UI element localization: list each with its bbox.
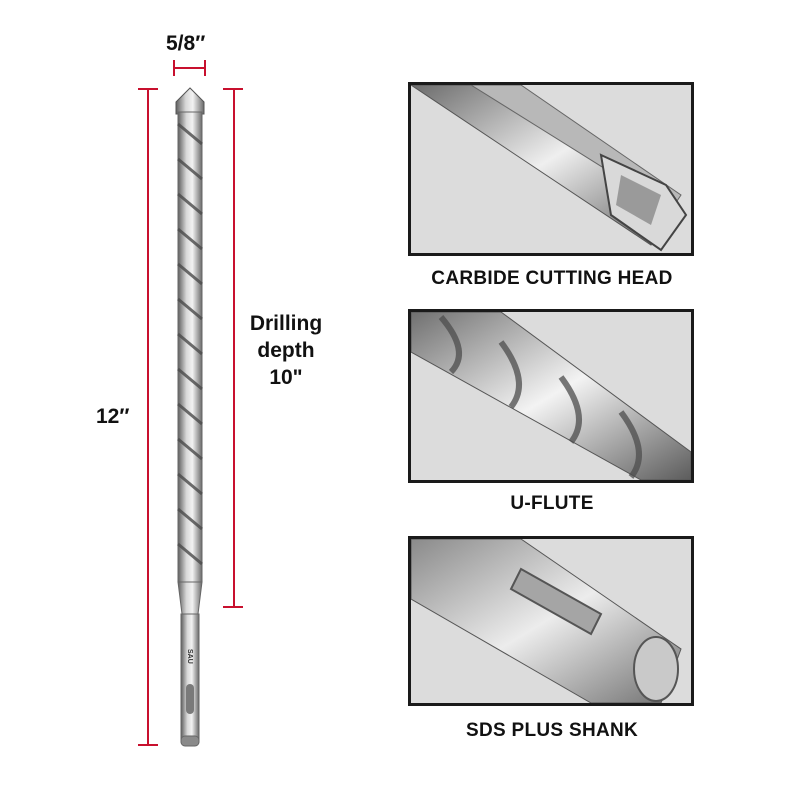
carbide-head-caption: CARBIDE CUTTING HEAD <box>431 268 673 289</box>
carbide-head-panel <box>408 82 694 256</box>
drilling-depth-line <box>233 88 235 608</box>
sds-shank-panel <box>408 536 694 706</box>
bit-carbide-tip <box>175 87 205 115</box>
bit-taper <box>177 581 203 615</box>
drilling-depth-line-1: Drilling <box>249 312 323 335</box>
bit-shank-slot <box>186 684 194 714</box>
drilling-depth-line-3: 10" <box>269 366 303 389</box>
drilling-depth-line-2: depth <box>257 339 315 362</box>
drilling-depth-top-tick <box>223 88 243 90</box>
bit-flute-spirals <box>177 122 203 566</box>
u-flute-panel <box>408 309 694 483</box>
u-flute-caption: U-FLUTE <box>510 493 594 514</box>
bit-shank <box>180 613 200 743</box>
overall-length-bottom-tick <box>138 744 158 746</box>
bit-fluted-body <box>177 111 203 583</box>
sds-shank-caption: SDS PLUS SHANK <box>465 720 639 741</box>
diameter-bracket-right <box>204 60 206 76</box>
diameter-label: 5/8″ <box>166 32 206 55</box>
diameter-bracket-line <box>174 67 205 69</box>
overall-length-label: 12″ <box>96 405 130 428</box>
diameter-bracket-left <box>173 60 175 76</box>
overall-length-top-tick <box>138 88 158 90</box>
bit-shank-marking: SAU <box>186 649 193 664</box>
overall-length-line <box>147 88 149 746</box>
bit-shank-end <box>180 735 200 747</box>
drill-bit-illustration: SAU <box>175 87 205 747</box>
drilling-depth-label: Drilling depth 10" <box>240 310 332 391</box>
drilling-depth-bottom-tick <box>223 606 243 608</box>
sds-plus-shank-closeup-icon <box>411 539 682 703</box>
carbide-head-closeup-icon <box>411 85 688 252</box>
u-flute-closeup-icon <box>411 312 691 480</box>
